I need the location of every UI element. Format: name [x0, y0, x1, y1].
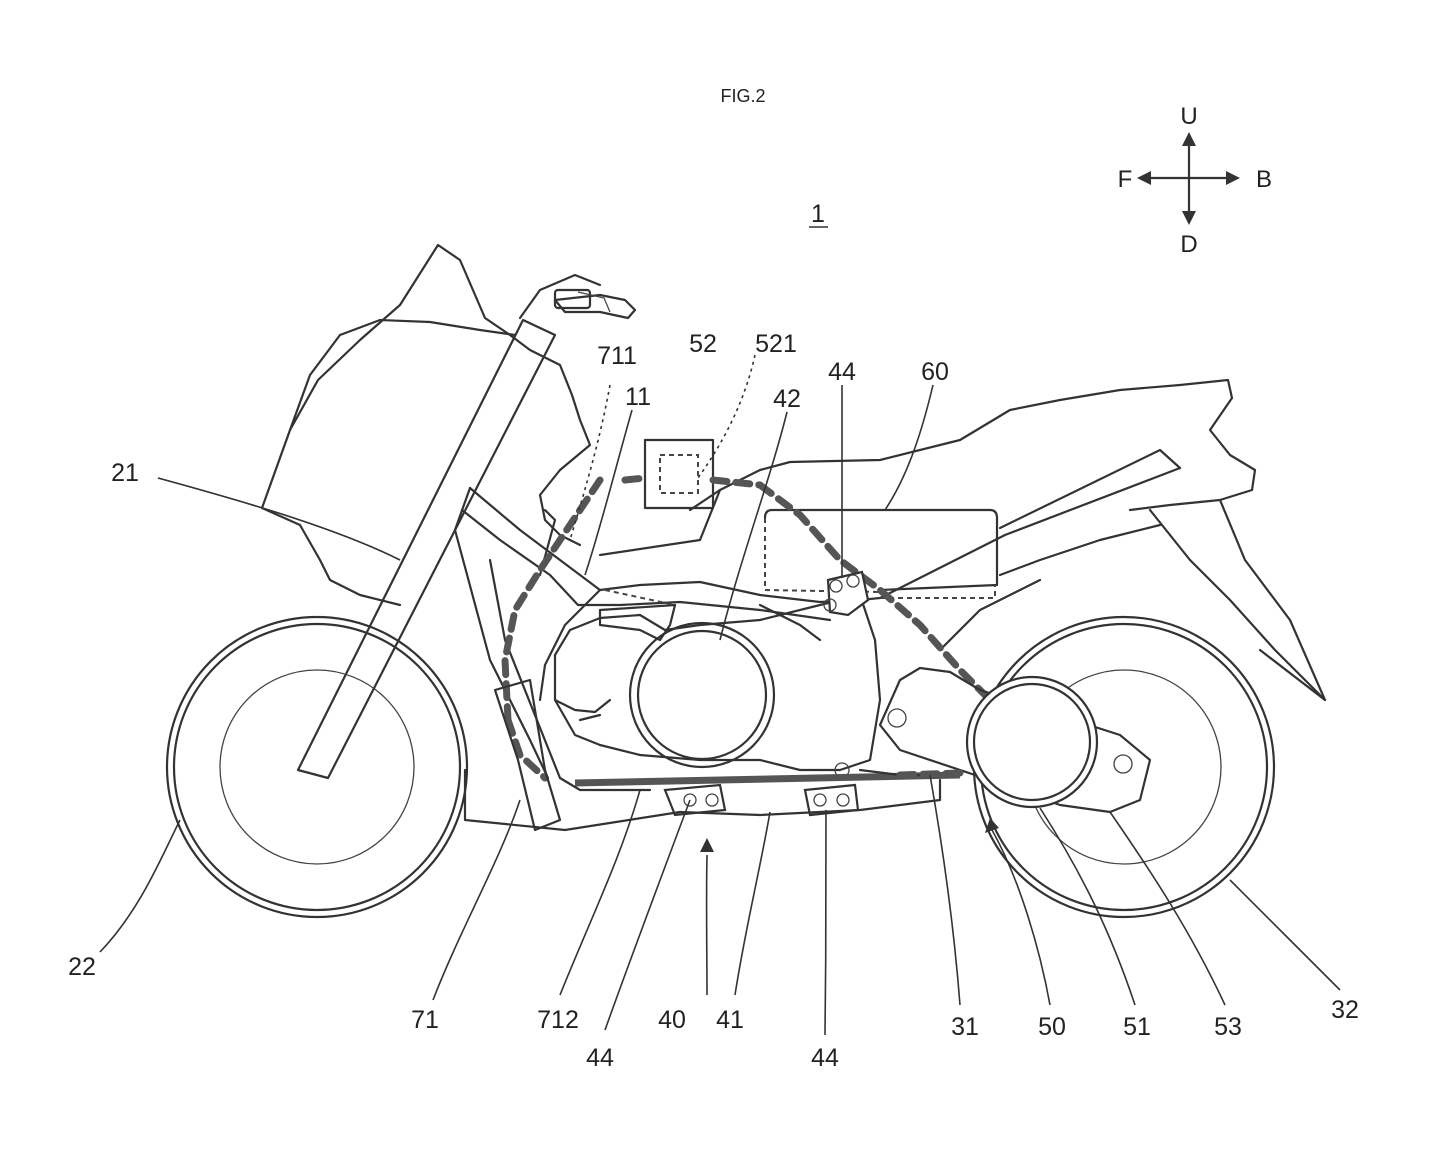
arrow-50 — [985, 818, 999, 833]
label-21: 21 — [111, 459, 139, 487]
arrow-40 — [700, 838, 714, 852]
label-51: 51 — [1123, 1013, 1151, 1041]
label-60: 60 — [921, 358, 949, 386]
reference-labels: 21 22 71 712 44 40 41 44 31 50 51 53 32 … — [68, 330, 1359, 1072]
dir-up: U — [1180, 103, 1197, 130]
battery-60 — [763, 508, 999, 599]
label-71: 71 — [411, 1006, 439, 1034]
floor-cover — [463, 768, 964, 832]
drive-pulley — [965, 675, 1099, 809]
pivot-bracket-upper — [823, 570, 870, 617]
label-22: 22 — [68, 953, 96, 981]
label-42: 42 — [773, 385, 801, 413]
dir-back: B — [1256, 166, 1272, 193]
label-41: 41 — [716, 1006, 744, 1034]
label-711: 711 — [597, 342, 637, 370]
front-wheel — [165, 615, 469, 919]
label-31: 31 — [951, 1013, 979, 1041]
pivot-bracket-lower-front — [663, 783, 727, 817]
label-44-upper: 44 — [828, 358, 856, 386]
controller-52 — [621, 438, 764, 510]
bracket-711 — [493, 678, 562, 832]
vehicle-ref-label: 1 — [811, 200, 825, 228]
label-50: 50 — [1038, 1013, 1066, 1041]
wire-harness — [501, 476, 994, 782]
label-44-lower-rear: 44 — [811, 1044, 839, 1072]
motor-housing — [553, 589, 882, 772]
swing-arm — [878, 666, 1152, 814]
dir-down: D — [1180, 231, 1197, 258]
seat-tail — [598, 378, 1327, 702]
figure-title: FIG.2 — [720, 86, 765, 106]
transmission-42 — [628, 621, 776, 769]
handlebar — [553, 288, 637, 320]
label-11: 11 — [625, 383, 651, 411]
label-52: 52 — [689, 330, 717, 358]
direction-compass: U D F B — [1118, 103, 1272, 258]
leader-lines — [99, 354, 1341, 1036]
label-53: 53 — [1214, 1013, 1242, 1041]
label-40: 40 — [658, 1006, 686, 1034]
dir-front: F — [1118, 166, 1133, 193]
label-712: 712 — [537, 1006, 579, 1034]
front-cowl — [157, 243, 592, 607]
label-44-lower-front: 44 — [586, 1044, 614, 1072]
label-521: 521 — [755, 330, 797, 358]
front-fork — [296, 273, 602, 780]
label-32: 32 — [1331, 996, 1359, 1024]
